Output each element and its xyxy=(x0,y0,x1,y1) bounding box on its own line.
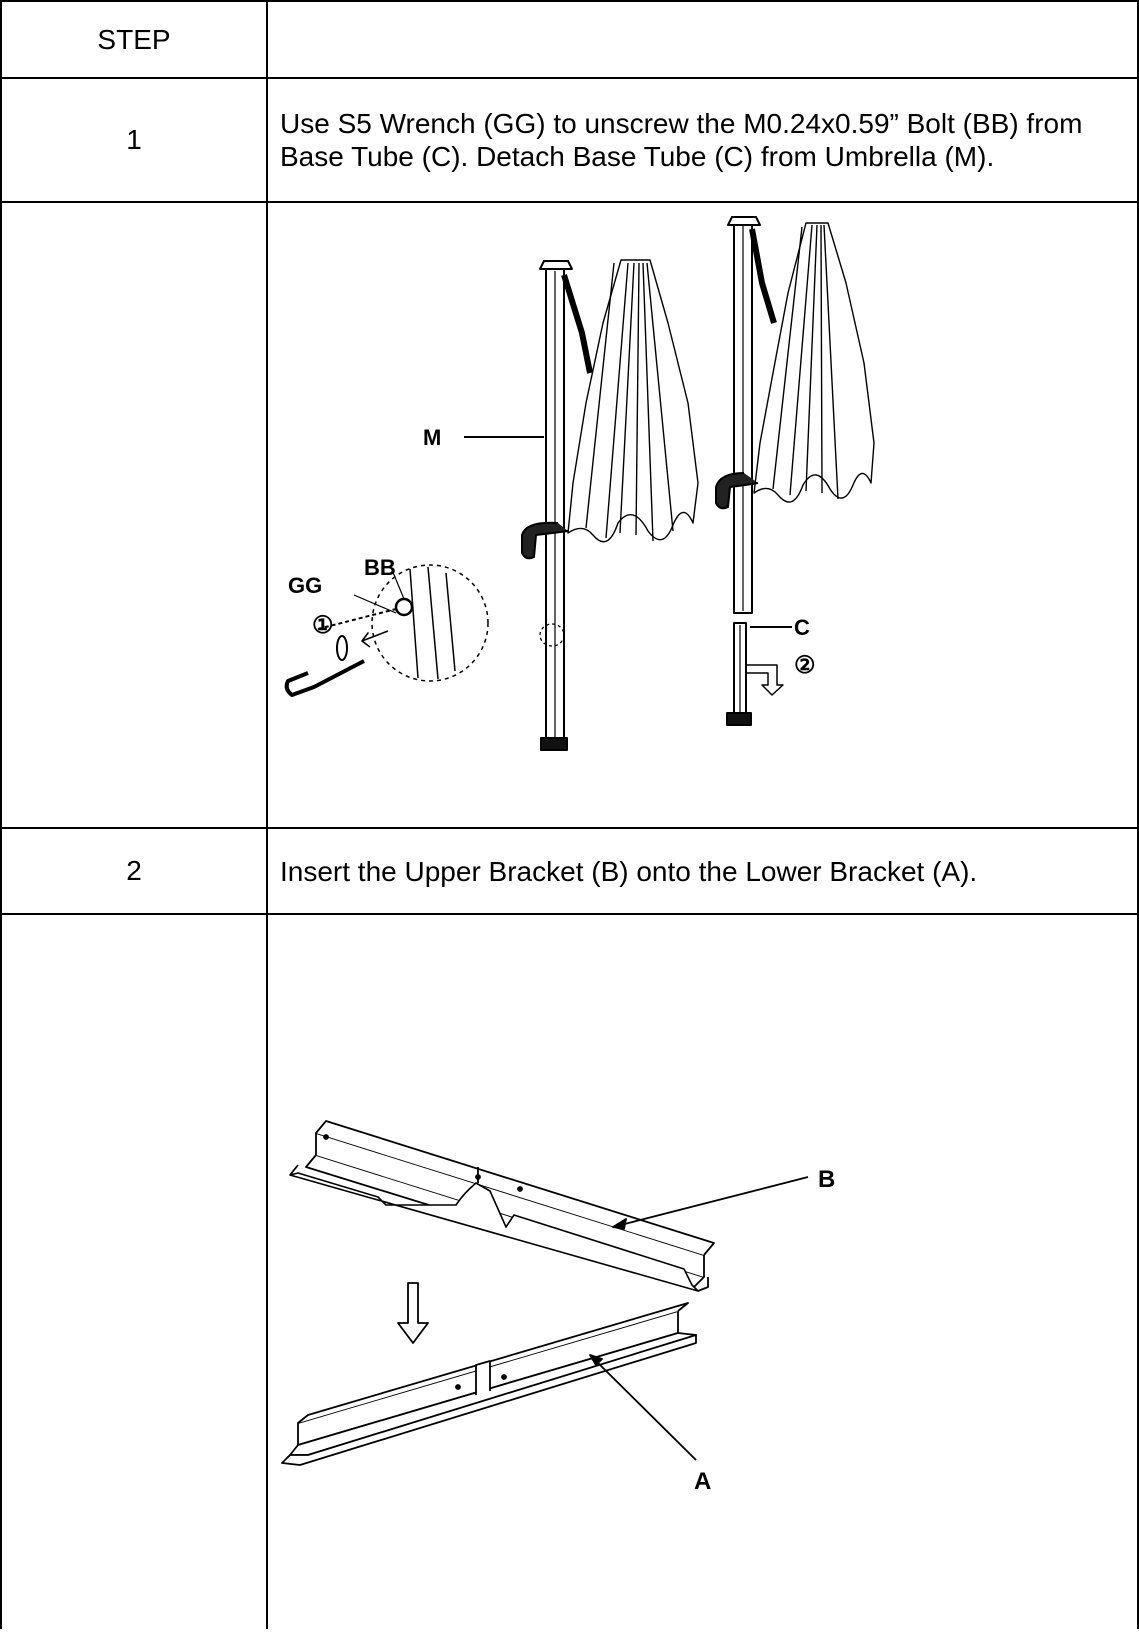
callout-label-gg: GG xyxy=(288,573,322,598)
wrench-detail xyxy=(284,564,489,697)
description-column-header xyxy=(268,2,1137,77)
folded-canopy-left xyxy=(567,259,699,543)
empty-step-cell xyxy=(2,203,266,827)
umbrella-pole-right xyxy=(727,216,761,614)
row-divider xyxy=(1,913,1138,915)
order-marker-1: ① xyxy=(312,612,334,639)
row-divider xyxy=(1,827,1138,829)
umbrella-disassembly-figure: M BB GG C ① ② xyxy=(268,203,1137,827)
umbrella-pole-left xyxy=(539,260,573,751)
row-divider xyxy=(1,201,1138,203)
table-border-left xyxy=(0,0,2,1629)
callout-line-b xyxy=(612,1176,809,1228)
step-number: 2 xyxy=(126,855,142,886)
bracket-assembly-figure: B A xyxy=(268,915,1137,1629)
callout-line-a xyxy=(589,1354,697,1461)
callout-label-c: C xyxy=(794,615,810,640)
empty-step-cell xyxy=(2,915,266,1629)
callout-label-m: M xyxy=(423,425,441,450)
insert-arrow xyxy=(397,1282,429,1344)
umbrella-arm-right xyxy=(749,228,777,324)
row-divider xyxy=(1,77,1138,79)
callout-label-a: A xyxy=(694,1468,711,1495)
order-marker-2: ② xyxy=(794,652,816,679)
callout-label-bb: BB xyxy=(364,555,396,580)
step-instruction: Insert the Upper Bracket (B) onto the Lo… xyxy=(280,855,978,887)
base-tube xyxy=(726,622,792,726)
step-column-header: STEP xyxy=(97,23,171,55)
table-border-top xyxy=(1,0,1138,2)
callout-label-b: B xyxy=(818,1166,835,1193)
umbrella-arm-left xyxy=(561,274,593,374)
folded-canopy-right xyxy=(753,222,875,503)
crank-handle-right xyxy=(715,472,759,510)
column-divider xyxy=(266,0,268,1629)
umbrella-disassembly-drawing: M BB GG C ① ② xyxy=(284,216,875,751)
step-number: 1 xyxy=(126,124,142,155)
upper-bracket xyxy=(289,1120,809,1292)
table-border-right xyxy=(1137,0,1139,1629)
crank-handle-left xyxy=(521,521,569,560)
lower-bracket xyxy=(281,1302,697,1466)
bracket-assembly-drawing: B A xyxy=(281,1120,835,1495)
step-instruction: Use S5 Wrench (GG) to unscrew the M0.24x… xyxy=(280,108,1083,172)
